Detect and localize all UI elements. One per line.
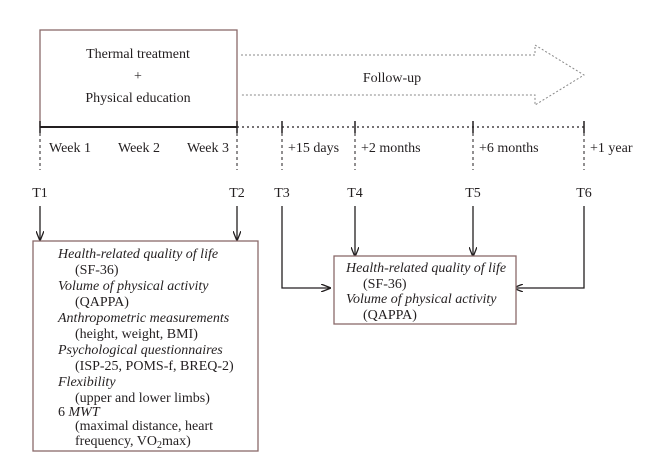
point-label-t6: T6: [576, 186, 592, 201]
week-label-3: Week 3: [187, 141, 229, 156]
measure-title-anthropometric: Anthropometric measurements: [57, 311, 230, 326]
followup-arrow: [241, 44, 585, 106]
measure-title-psychological: Psychological questionnaires: [57, 343, 223, 358]
followup-time-6-months: +6 months: [479, 141, 539, 156]
point-label-t4: T4: [347, 186, 363, 201]
mwt-prefix: 6: [58, 405, 65, 420]
treatment-box: [39, 29, 238, 128]
mwt-detail-2-sub: 2: [157, 440, 162, 451]
measure-detail-psychological: (ISP-25, POMS-f, BREQ-2): [75, 359, 234, 374]
week-label-2: Week 2: [118, 141, 160, 156]
measure-detail-qappa: (QAPPA): [75, 295, 129, 310]
treatment-line-3: Physical education: [85, 91, 190, 106]
followup-detail-qappa: (QAPPA): [363, 308, 417, 323]
point-label-t1: T1: [32, 186, 48, 201]
arrow-t3: [281, 206, 330, 288]
measure-detail-sf36: (SF-36): [75, 263, 119, 278]
mwt-detail-2a: frequency, VO: [75, 434, 157, 449]
week-label-1: Week 1: [49, 141, 91, 156]
measure-title-physical-activity: Volume of physical activity: [58, 279, 209, 294]
followup-time-2-months: +2 months: [361, 141, 421, 156]
mwt-title: MWT: [68, 405, 101, 420]
treatment-line-2: +: [134, 69, 142, 84]
arrow-t6: [514, 206, 585, 288]
mwt-detail-2b: max): [162, 434, 191, 449]
point-label-t5: T5: [465, 186, 481, 201]
followup-time-1-year: +1 year: [590, 141, 633, 156]
followup-time-15-days: +15 days: [288, 141, 339, 156]
followup-measures-box: [333, 255, 517, 325]
baseline-measures-box: [32, 240, 259, 452]
measure-detail-anthropometric: (height, weight, BMI): [75, 327, 198, 342]
followup-title-quality-of-life: Health-related quality of life: [345, 261, 506, 276]
point-label-t3: T3: [274, 186, 290, 201]
measure-title-flexibility: Flexibility: [57, 375, 116, 390]
point-label-t2: T2: [229, 186, 245, 201]
measure-title-6mwt: 6 MWT: [58, 405, 101, 420]
measure-detail-6mwt-2-text: frequency, VO2max): [75, 434, 191, 451]
followup-label: Follow-up: [363, 71, 421, 86]
treatment-line-1: Thermal treatment: [86, 47, 190, 62]
followup-detail-sf36: (SF-36): [363, 277, 407, 292]
followup-title-physical-activity: Volume of physical activity: [346, 292, 497, 307]
measure-title-quality-of-life: Health-related quality of life: [57, 247, 218, 262]
measure-detail-6mwt-1: (maximal distance, heart: [75, 419, 213, 434]
measure-detail-flexibility: (upper and lower limbs): [75, 391, 210, 406]
